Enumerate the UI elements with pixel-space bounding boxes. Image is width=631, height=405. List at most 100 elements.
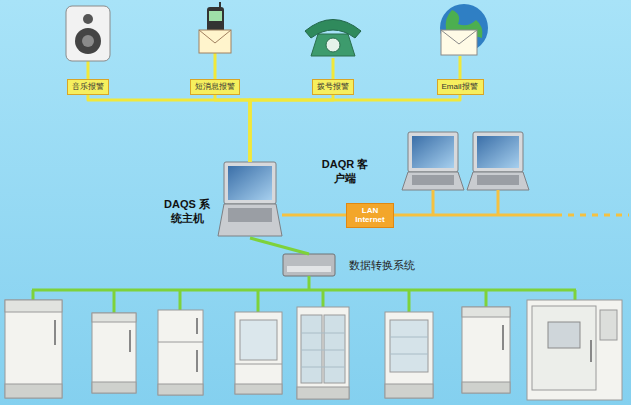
- network-tag: LAN Internet: [346, 203, 394, 228]
- laptop-screen: [477, 136, 519, 168]
- laptop-keyboard: [477, 175, 519, 185]
- shelf: [390, 354, 428, 355]
- chamber-door: [532, 306, 596, 390]
- envelope: [199, 30, 231, 53]
- connector-line: [250, 238, 309, 254]
- laptop-lid: [473, 132, 523, 172]
- host-laptop: [218, 162, 282, 236]
- lan-wire: [497, 190, 500, 215]
- laptop-base: [402, 172, 464, 190]
- client-laptop: [402, 132, 464, 190]
- group-label: DAQR 客户端: [320, 158, 370, 186]
- cabinet-handle: [196, 318, 198, 334]
- alarm-wire: [214, 53, 217, 79]
- glass-window: [240, 320, 277, 360]
- cabinet-handle: [502, 325, 504, 350]
- host-laptop: DAQS 系统主机: [218, 162, 282, 238]
- bus-drop: [32, 290, 35, 300]
- freezer: [5, 300, 62, 398]
- connector-line: [282, 214, 346, 217]
- node-text: DAQS 系统主机: [160, 198, 214, 226]
- laptop-screen: [228, 166, 272, 200]
- shelf: [301, 333, 345, 334]
- laptop-lid: [224, 162, 276, 204]
- door-divider: [235, 364, 282, 365]
- freezer: [462, 307, 510, 393]
- node-text: 短消息报警: [195, 82, 235, 92]
- speaker-body: [66, 6, 110, 61]
- speaker-center: [82, 35, 94, 47]
- chamber-body: [527, 300, 622, 400]
- alarm-wire: [332, 58, 335, 79]
- cabinet-handle: [196, 350, 198, 372]
- shelf: [390, 337, 428, 338]
- chamber-handle: [590, 340, 592, 362]
- alarm-wire: [88, 53, 460, 79]
- cabinet-grille: [297, 387, 349, 399]
- cabinet-handle: [129, 330, 131, 352]
- laptop-screen: [412, 136, 454, 168]
- lan-wire: [432, 190, 435, 215]
- envelope: [441, 30, 477, 55]
- converter-front: [287, 266, 331, 272]
- telephone-icon: [305, 20, 361, 57]
- laptop-base: [218, 204, 282, 236]
- laptop-lid: [408, 132, 458, 172]
- bus-drop: [408, 290, 411, 312]
- cabinet-body: [297, 307, 349, 399]
- cabinet-grille: [235, 384, 282, 394]
- speaker-tweeter: [83, 14, 93, 24]
- connector-line: [88, 95, 250, 162]
- bus-drop: [485, 290, 488, 307]
- shelf: [301, 367, 345, 368]
- glass-door: [301, 315, 322, 383]
- laptop-base: [467, 172, 529, 190]
- telephone-handset: [305, 20, 361, 39]
- bus-drop: [113, 290, 116, 313]
- cabinet-grille: [385, 384, 433, 398]
- refrigerator: [158, 310, 203, 395]
- client-laptop: [467, 132, 529, 190]
- node-text: 音乐报警: [72, 82, 104, 92]
- control-panel: [600, 310, 617, 340]
- alarm-tag: Email报警: [437, 79, 484, 95]
- cabinet-panel: [92, 313, 136, 322]
- converter-box: 数据转换系统: [283, 254, 335, 276]
- alarm-tag: 拨号报警: [312, 79, 354, 95]
- cabinet-panel: [462, 307, 510, 317]
- cabinet-body: [158, 310, 203, 395]
- alarm-tag: 音乐报警: [67, 79, 109, 95]
- shelf: [301, 350, 345, 351]
- cabinet-body: [235, 312, 282, 394]
- cabinet-body: [92, 313, 136, 393]
- alarm-tag: 短消息报警: [190, 79, 240, 95]
- refrigerator: [92, 313, 136, 393]
- bus-drop: [574, 290, 577, 300]
- cabinet-grille: [5, 384, 62, 398]
- phone-screen: [209, 11, 222, 21]
- test-chamber: [527, 300, 622, 400]
- envelope-flap: [199, 30, 231, 43]
- lan-wire: [393, 190, 629, 215]
- speaker-icon: [66, 6, 110, 61]
- cabinet-grille: [158, 384, 203, 395]
- showcase-refrigerator: [297, 307, 349, 399]
- cabinet-panel: [5, 300, 62, 312]
- connector-line: [215, 95, 250, 162]
- lan-wire: [393, 214, 562, 217]
- node-text: LAN Internet: [352, 206, 388, 224]
- bus-drop: [179, 290, 182, 310]
- connector-line: [250, 95, 460, 162]
- email-icon: [440, 4, 488, 55]
- node-text: 拨号报警: [317, 82, 349, 92]
- cabinet-grille: [462, 382, 510, 393]
- incubator: [235, 312, 282, 394]
- speaker-cone: [75, 28, 101, 54]
- envelope-flap: [441, 30, 477, 44]
- cabinet-grille: [92, 382, 136, 393]
- alarm-wire: [459, 56, 462, 79]
- door-divider: [158, 342, 203, 343]
